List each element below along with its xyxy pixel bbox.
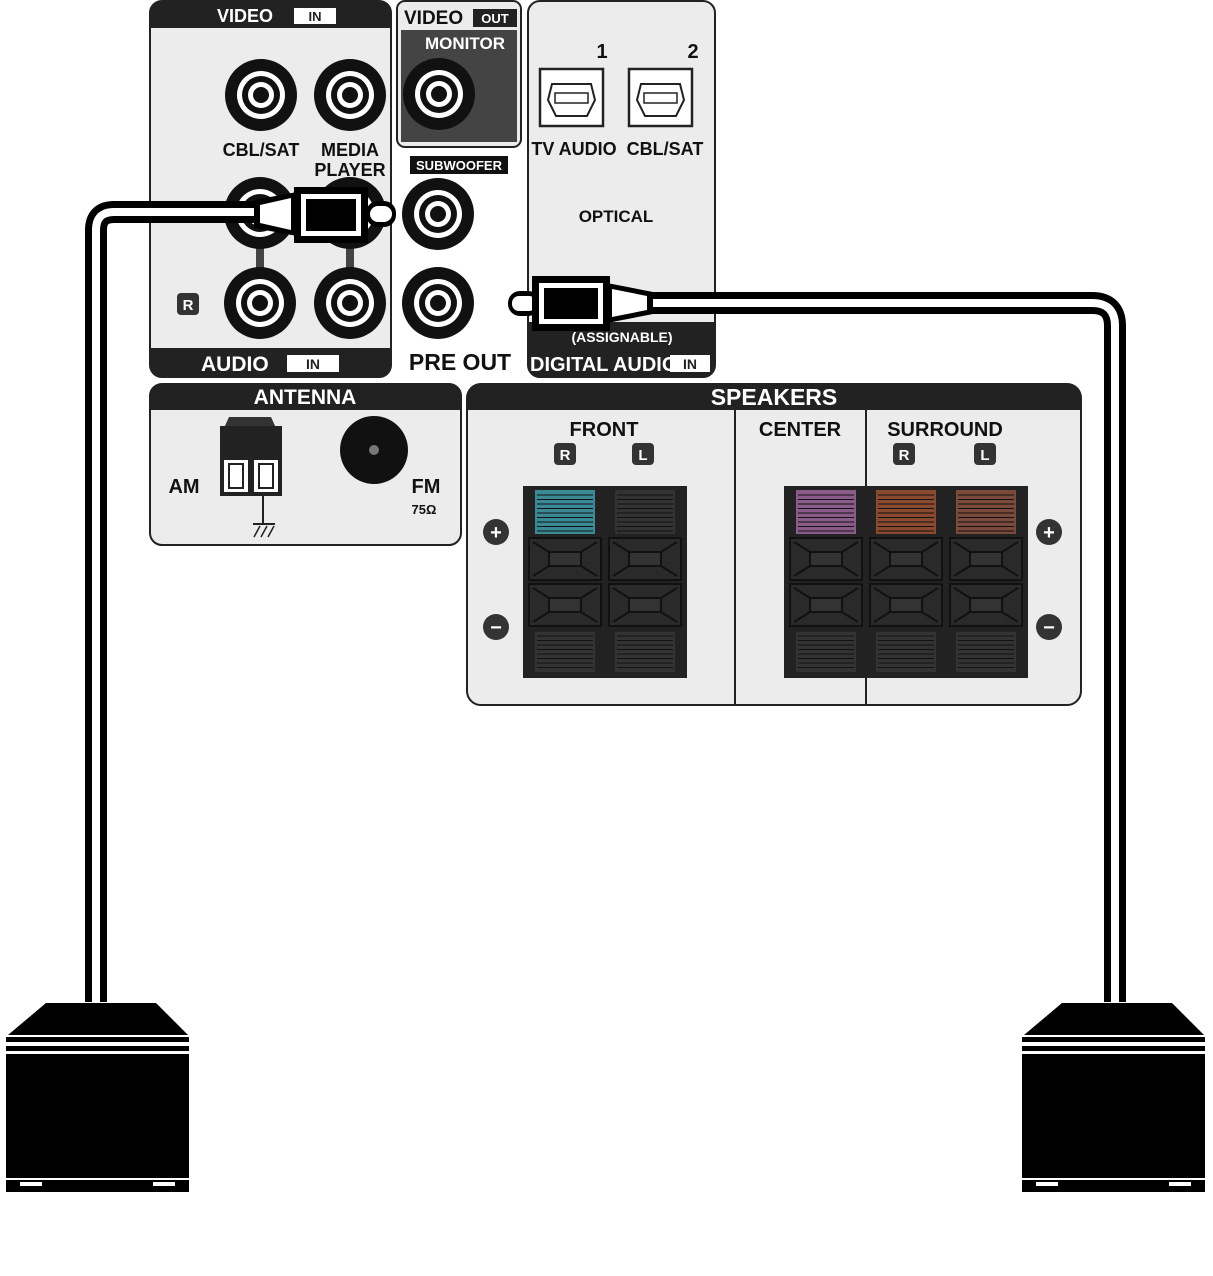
surround-l-badge [974,443,996,465]
center-terminal[interactable] [789,490,863,672]
monitor-label: MONITOR [425,34,505,53]
ground-icon [253,496,275,538]
am-label: AM [168,476,199,498]
front-l-badge-text: L [638,447,647,464]
optical-label: OPTICAL [579,207,654,226]
cbl-sat-video-jack[interactable] [225,59,297,131]
front-plus-icon: + [483,519,509,545]
pre-out-label: PRE OUT [409,349,511,375]
speakers-title: SPEAKERS [711,384,838,410]
front-label: FRONT [570,419,639,441]
fm-label: FM [412,476,441,498]
media-label: MEDIA [321,140,379,160]
audio-in-title: AUDIO [201,353,269,376]
audio-r-badge-text: R [183,297,194,314]
left-subwoofer-icon [6,1003,189,1192]
left-rca-plug [254,187,396,243]
digital-audio-title: DIGITAL AUDIO [530,354,677,376]
subwoofer-pre-out-jack-2[interactable] [402,267,474,339]
svg-text:−: − [1043,617,1055,639]
right-rca-plug [508,276,653,331]
front-l-badge [632,443,654,465]
optical-port-tv-audio[interactable] [538,67,605,128]
am-antenna-terminal[interactable] [220,417,282,496]
subwoofer-pre-out-jack-1[interactable] [402,178,474,250]
video-out-badge [473,9,517,27]
media-player-audio-r-jack[interactable] [314,267,386,339]
front-r-terminal[interactable] [528,490,602,672]
video-in-badge [294,8,336,24]
monitor-out-jack[interactable] [403,58,475,130]
rear-plus-icon: + [1036,519,1062,545]
subwoofer-badge [410,156,508,174]
front-l-terminal[interactable] [608,490,682,672]
audio-r-badge [177,293,199,315]
video-in-badge-text: IN [309,9,322,24]
rear-minus-icon: − [1036,614,1062,640]
video-out-badge-text: OUT [481,11,509,26]
left-subwoofer-cable [85,201,262,1002]
optical-cbl-sat-label: CBL/SAT [627,139,704,159]
tv-audio-label: TV AUDIO [531,139,616,159]
surround-label: SURROUND [887,419,1003,441]
front-r-badge-text: R [560,447,571,464]
front-r-badge [554,443,576,465]
video-in-title: VIDEO [217,6,273,26]
optical-port-cbl-sat[interactable] [627,67,694,128]
svg-text:−: − [490,617,502,639]
svg-text:+: + [490,522,502,544]
fm-antenna-jack[interactable] [340,416,408,484]
front-speaker-terminals [523,486,687,678]
digital-audio-in-badge [670,355,710,372]
optical-1-number: 1 [596,41,607,63]
player-label: PLAYER [314,160,385,180]
assignable-label: (ASSIGNABLE) [571,329,672,345]
fm-ohm-label: 75Ω [412,502,437,517]
center-surround-speaker-terminals [784,486,1028,678]
right-subwoofer-icon [1022,1003,1205,1192]
surround-l-terminal[interactable] [949,490,1023,672]
antenna-title: ANTENNA [254,386,357,409]
front-minus-icon: − [483,614,509,640]
video-out-title: VIDEO [404,8,463,29]
surround-r-terminal[interactable] [869,490,943,672]
surround-r-badge-text: R [899,447,910,464]
media-player-video-jack[interactable] [314,59,386,131]
center-label: CENTER [759,419,842,441]
svg-text:+: + [1043,522,1055,544]
surround-r-badge [893,443,915,465]
digital-audio-in-badge-text: IN [683,356,697,372]
optical-2-number: 2 [687,41,698,63]
audio-in-badge [287,355,339,372]
right-subwoofer-cable [640,292,1126,1002]
audio-in-badge-text: IN [306,356,320,372]
subwoofer-label: SUBWOOFER [416,158,503,173]
surround-l-badge-text: L [980,447,989,464]
cbl-sat-audio-r-jack[interactable] [224,267,296,339]
cbl-sat-label: CBL/SAT [223,140,300,160]
